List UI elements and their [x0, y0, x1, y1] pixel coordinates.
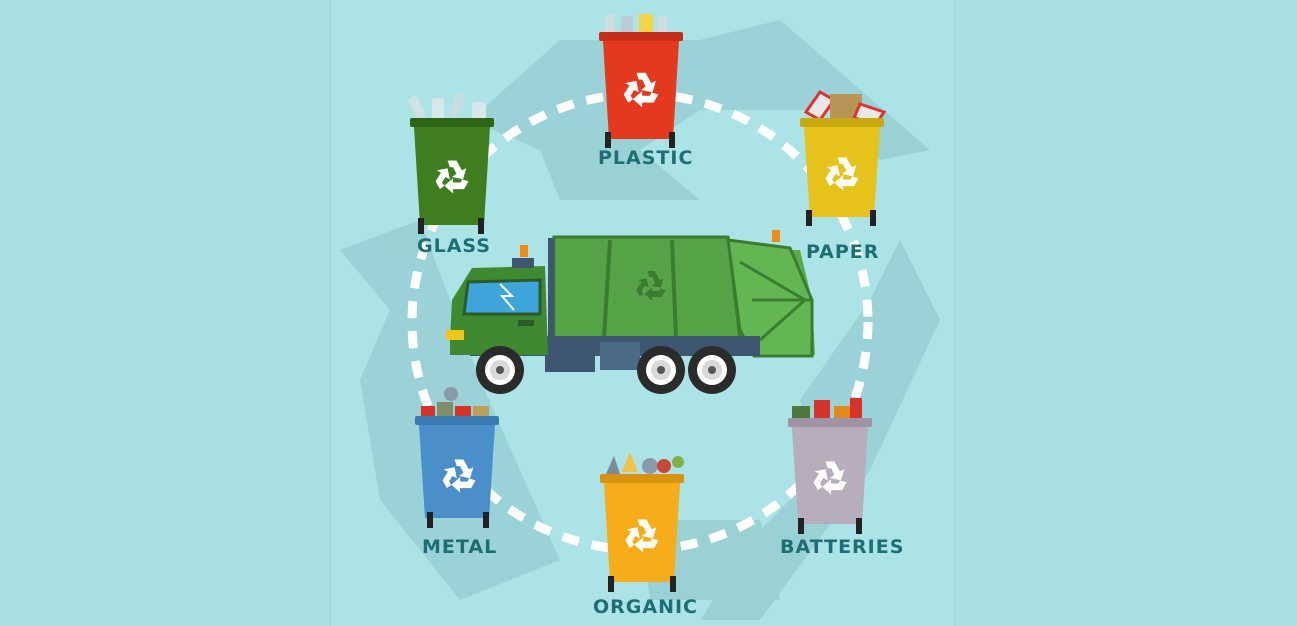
panel-left-edge: [330, 0, 331, 626]
glass-label: GLASS: [417, 235, 491, 257]
metal-label: METAL: [422, 536, 498, 558]
paper-bin-icon: [800, 90, 887, 226]
organic-label: ORGANIC: [593, 596, 698, 618]
plastic-label: PLASTIC: [598, 147, 694, 169]
plastic-bin-icon: [599, 14, 683, 148]
batteries-label: BATTERIES: [780, 536, 905, 558]
panel-right-edge: [954, 0, 955, 626]
batteries-bin-icon: [788, 398, 872, 534]
glass-bin-icon: [408, 91, 494, 234]
metal-bin-icon: [415, 387, 499, 528]
paper-label: PAPER: [806, 241, 880, 263]
dashed-cycle-ring: [407, 89, 873, 555]
truck-recycle-icon: [636, 271, 666, 301]
organic-bin-icon: [600, 452, 684, 592]
garbage-truck-icon: [446, 230, 815, 394]
